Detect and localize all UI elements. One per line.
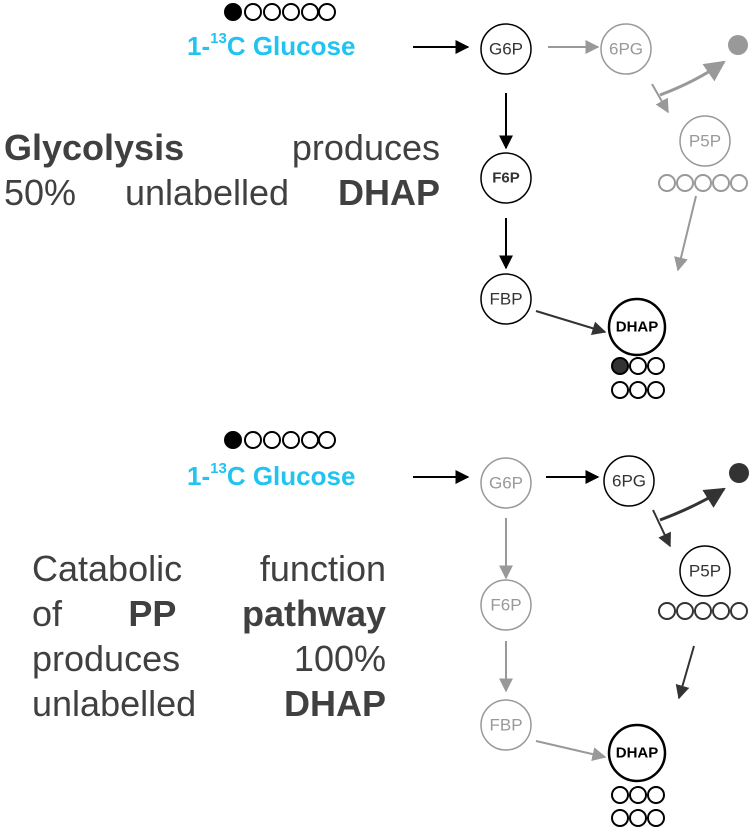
dhap-carbon-chains-top (611, 357, 665, 399)
arrow-co2-release-bottom (659, 487, 726, 522)
arrow-fbp-to-dhap-top (535, 310, 607, 336)
svg-text:G6P: G6P (489, 40, 523, 59)
arrow-6pg-to-p5p-bottom (652, 509, 671, 548)
node-fbp-bottom: FBP (480, 699, 532, 751)
p5p-carbon-chain-top (658, 174, 748, 192)
released-carbon-top (728, 35, 748, 55)
svg-text:DHAP: DHAP (616, 319, 659, 336)
glucose-label-top: 1-13C Glucose (187, 30, 355, 61)
node-p5p-top: P5P (679, 115, 731, 167)
arrow-p5p-to-dhap-top (674, 195, 697, 272)
node-g6p-bottom: G6P (480, 457, 532, 509)
node-f6p-top: F6P (480, 152, 532, 204)
description-bottom-line-4: unlabelled DHAP (32, 683, 386, 724)
glucose-carbon-chain-bottom (224, 431, 336, 449)
p5p-carbon-chain-bottom (658, 602, 748, 620)
svg-text:6PG: 6PG (609, 40, 643, 59)
description-bottom-line-2: of PP pathway (32, 593, 386, 634)
svg-text:FBP: FBP (489, 290, 522, 309)
description-top: Glycolysis produces 50% unlabelled DHAP (4, 125, 440, 215)
svg-text:FBP: FBP (489, 716, 522, 735)
svg-text:G6P: G6P (489, 474, 523, 493)
description-bottom-line-3: produces 100% (32, 638, 386, 679)
svg-text:F6P: F6P (490, 596, 521, 615)
panel-top: 1-13C Glucose G6P 6PG P5P F6P (187, 3, 748, 399)
node-dhap-bottom: DHAP (607, 723, 667, 783)
svg-text:P5P: P5P (689, 562, 721, 581)
node-g6p-top: G6P (480, 23, 532, 75)
svg-text:P5P: P5P (689, 132, 721, 151)
svg-text:F6P: F6P (492, 170, 520, 187)
node-f6p-bottom: F6P (480, 579, 532, 631)
description-bottom-line-1: Catabolic function (32, 548, 386, 589)
arrow-p5p-to-dhap-bottom (675, 645, 695, 700)
svg-text:DHAP: DHAP (616, 745, 659, 762)
arrow-co2-release-top (659, 60, 726, 97)
node-dhap-top: DHAP (607, 297, 667, 357)
panel-bottom: 1-13C Glucose G6P 6PG P5P F6P (187, 431, 749, 827)
released-carbon-bottom (729, 463, 749, 483)
description-bottom: Catabolic function of PP pathway produce… (32, 546, 386, 726)
glucose-label-bottom: 1-13C Glucose (187, 460, 355, 491)
arrow-6pg-to-p5p-top (651, 83, 669, 114)
node-p5p-bottom: P5P (679, 545, 731, 597)
glucose-carbon-chain-top (224, 3, 336, 21)
svg-text:6PG: 6PG (612, 472, 646, 491)
arrow-fbp-to-dhap-bottom (535, 740, 607, 761)
node-fbp-top: FBP (480, 273, 532, 325)
dhap-carbon-chains-bottom (611, 786, 665, 827)
description-top-line-1: Glycolysis produces (4, 127, 440, 168)
node-6pg-top: 6PG (600, 23, 652, 75)
node-6pg-bottom: 6PG (603, 455, 655, 507)
description-top-line-2: 50% unlabelled DHAP (4, 172, 440, 213)
